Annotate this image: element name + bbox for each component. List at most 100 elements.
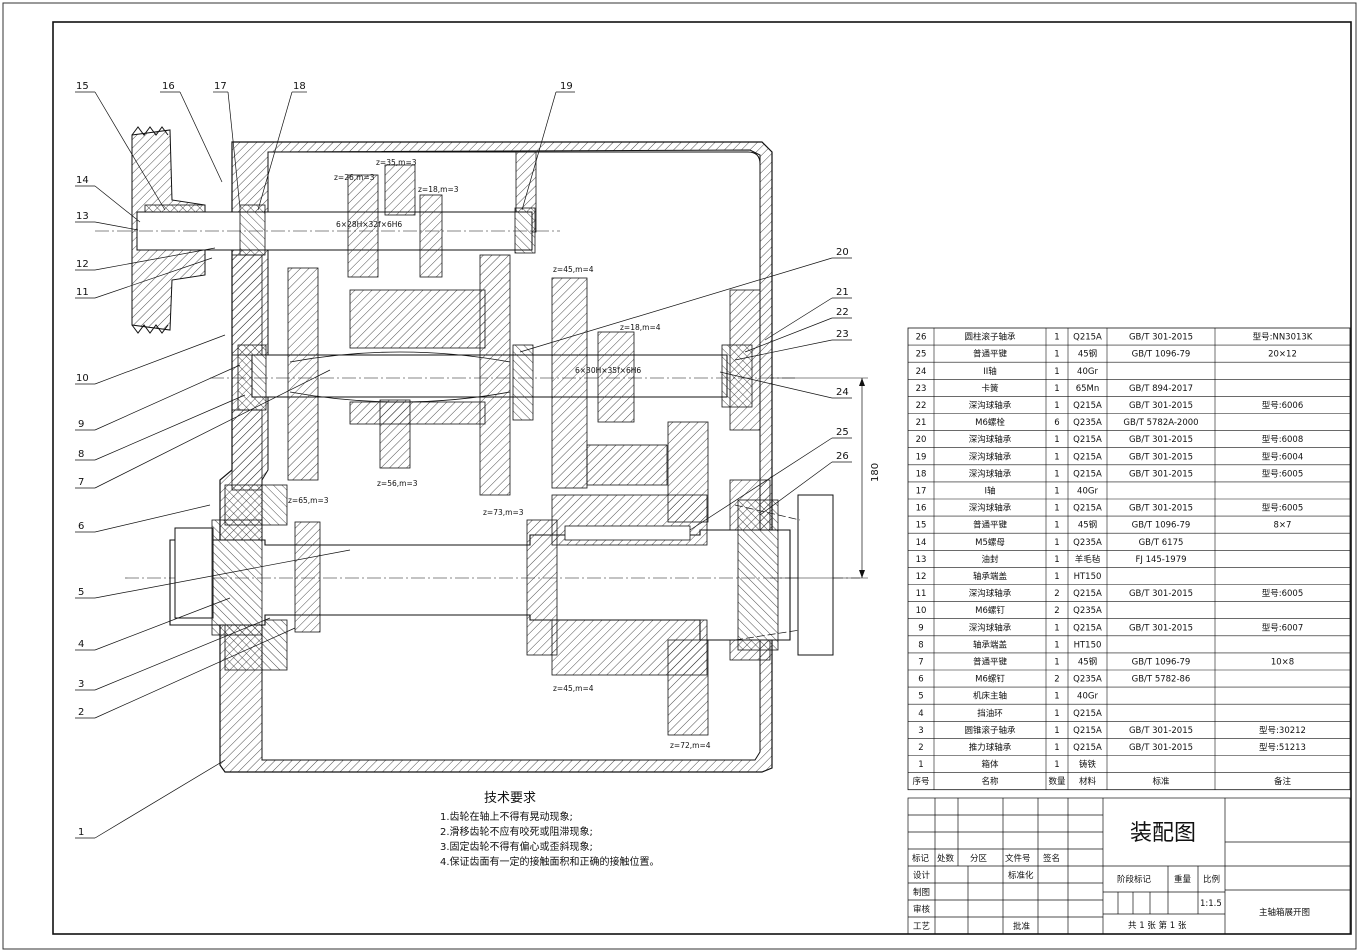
bom-cell: 10×8 xyxy=(1271,658,1294,668)
bom-cell: GB/T 301-2015 xyxy=(1129,452,1193,462)
bom-cell: Q215A xyxy=(1073,504,1102,514)
callout-3: 3 xyxy=(78,679,84,690)
callout-11: 11 xyxy=(76,287,89,298)
bom-cell: 1 xyxy=(1054,760,1059,770)
bom-cell: 18 xyxy=(916,469,927,479)
bom-cell: 1 xyxy=(1054,367,1059,377)
bom-cell: HT150 xyxy=(1074,640,1102,650)
bom-cell: GB/T 6175 xyxy=(1139,538,1184,548)
bom-cell: 深沟球轴承 xyxy=(969,451,1012,462)
bom-cell: 1 xyxy=(1054,504,1059,514)
bom-cell: 4 xyxy=(918,709,923,719)
bom-cell: 23 xyxy=(916,384,927,394)
bom-header-cell: 数量 xyxy=(1048,776,1066,787)
bom-cell: 40Gr xyxy=(1077,367,1098,377)
bom-cell: Q215A xyxy=(1073,452,1102,462)
bom-cell: 深沟球轴承 xyxy=(969,400,1012,411)
tb-label-ratio: 比例 xyxy=(1203,874,1220,885)
bom-cell: 推力球轴承 xyxy=(969,742,1012,753)
bom-cell: 深沟球轴承 xyxy=(969,503,1012,514)
bom-cell: 2 xyxy=(1054,589,1059,599)
callout-26: 26 xyxy=(836,451,849,462)
bom-cell: Q235A xyxy=(1073,538,1102,548)
bom-cell: 20 xyxy=(916,435,927,445)
bom-cell: 型号:30212 xyxy=(1259,726,1306,736)
bom-cell: HT150 xyxy=(1074,572,1102,582)
requirement-line-2: 2.滑移齿轮不应有咬死或阻滞现象; xyxy=(440,825,593,838)
bom-cell: 深沟球轴承 xyxy=(969,468,1012,479)
bom-cell: 6 xyxy=(918,675,923,685)
bom-cell: Q215A xyxy=(1073,589,1102,599)
bom-cell: I轴 xyxy=(984,486,995,497)
bom-cell: 65Mn xyxy=(1076,384,1100,394)
tb-label-sign: 签名 xyxy=(1043,853,1060,864)
bom-cell: 1 xyxy=(1054,401,1059,411)
bom-cell: GB/T 5782-86 xyxy=(1132,675,1191,685)
bom-cell: 7 xyxy=(918,658,923,668)
gear-label-z56: z=56,m=3 xyxy=(377,479,418,488)
bom-cell: 12 xyxy=(916,572,927,582)
bom-cell: 5 xyxy=(918,692,923,702)
bom-cell: 铸铁 xyxy=(1079,759,1097,770)
gear-label-z18-m4: z=18,m=4 xyxy=(620,323,661,332)
bom-cell: GB/T 301-2015 xyxy=(1129,589,1193,599)
bom-cell: 1 xyxy=(1054,640,1059,650)
bom-cell: 45钢 xyxy=(1078,349,1097,360)
bom-cell: 1 xyxy=(1054,452,1059,462)
bom-cell: 型号:6004 xyxy=(1262,452,1304,462)
bom-cell: 1 xyxy=(1054,469,1059,479)
bom-cell: 卡簧 xyxy=(981,383,999,394)
callout-15: 15 xyxy=(76,81,89,92)
bom-cell: 2 xyxy=(918,743,923,753)
bom-cell: 15 xyxy=(916,521,927,531)
gear-label-z45-bottom: z=45,m=4 xyxy=(553,684,594,693)
bom-cell: GB/T 301-2015 xyxy=(1129,469,1193,479)
bom-cell: GB/T 301-2015 xyxy=(1129,333,1193,343)
bom-cell: 油封 xyxy=(981,554,999,565)
bom-cell: 45钢 xyxy=(1078,520,1097,531)
callout-6: 6 xyxy=(78,521,84,532)
bom-cell: 型号:6006 xyxy=(1262,401,1304,411)
tb-scale: 1:1.5 xyxy=(1200,899,1222,909)
bom-cell: 圆柱滚子轴承 xyxy=(964,332,1016,343)
callout-23: 23 xyxy=(836,329,849,340)
gear-label-z72: z=72,m=4 xyxy=(670,741,711,750)
spline-label-shaft-2: 6×30H×35f×6H6 xyxy=(575,366,641,375)
bom-cell: 轴承端盖 xyxy=(973,639,1008,650)
bom-cell: 箱体 xyxy=(981,759,999,770)
bom-cell: 1 xyxy=(1054,692,1059,702)
bom-cell: 14 xyxy=(916,538,927,548)
bom-cell: 1 xyxy=(1054,521,1059,531)
bom-cell: 1 xyxy=(1054,623,1059,633)
tb-label-marks: 标记 xyxy=(912,853,930,864)
gear-label-z18-m3: z=18,m=3 xyxy=(418,185,459,194)
bom-cell: GB/T 894-2017 xyxy=(1129,384,1193,394)
bom-cell: II轴 xyxy=(983,366,997,377)
bom-cell: 2 xyxy=(1054,675,1059,685)
bom-cell: 1 xyxy=(1054,435,1059,445)
bom-cell: 1 xyxy=(1054,726,1059,736)
drawing-name: 主轴箱展开图 xyxy=(1259,907,1310,918)
requirement-line-1: 1.齿轮在轴上不得有晃动现象; xyxy=(440,810,573,823)
callout-16: 16 xyxy=(162,81,175,92)
callout-2: 2 xyxy=(78,707,84,718)
callout-1: 1 xyxy=(78,827,84,838)
bom-cell: 型号:NN3013K xyxy=(1253,333,1313,343)
callout-10: 10 xyxy=(76,373,89,384)
drawing-title: 装配图 xyxy=(1130,821,1196,846)
callout-17: 17 xyxy=(214,81,227,92)
bom-cell: 9 xyxy=(918,623,923,633)
bom-cell: 普通平键 xyxy=(973,520,1008,531)
bom-cell: 普通平键 xyxy=(973,657,1008,668)
bom-cell: GB/T 301-2015 xyxy=(1129,504,1193,514)
gear-label-z26: z=26,m=3 xyxy=(334,173,375,182)
bom-header-cell: 备注 xyxy=(1274,776,1292,787)
bom-cell: 1 xyxy=(1054,658,1059,668)
callout-13: 13 xyxy=(76,211,89,222)
bom-cell: 1 xyxy=(1054,384,1059,394)
bom-cell: 11 xyxy=(916,589,927,599)
requirement-line-3: 3.固定齿轮不得有偏心或歪斜现象; xyxy=(440,840,593,853)
bom-cell: 圆锥滚子轴承 xyxy=(964,725,1016,736)
